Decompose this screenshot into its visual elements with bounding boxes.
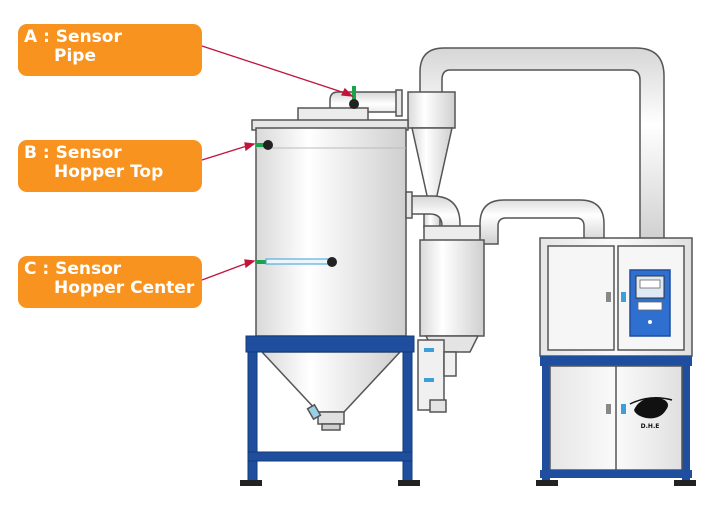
sensor-a-label: A : Sensor Pipe xyxy=(18,24,202,76)
sensor-a-title: A : Sensor xyxy=(24,27,122,47)
pointer-lines xyxy=(201,45,354,281)
logo-text: D.H.E xyxy=(641,423,660,430)
hopper-stand xyxy=(240,335,420,486)
sensor-a-location: Pipe xyxy=(54,46,96,66)
sensor-b-title: B : Sensor xyxy=(24,143,122,163)
cabinet-base xyxy=(536,356,696,486)
sensor-b-location: Hopper Top xyxy=(54,162,164,182)
sensor-c-location: Hopper Center xyxy=(54,278,195,298)
sensor-c-probe xyxy=(256,257,337,267)
inlet-pipe xyxy=(297,89,403,123)
sensor-c-title: C : Sensor xyxy=(24,259,122,279)
company-logo: D.H.E xyxy=(629,397,673,430)
control-panel xyxy=(629,269,671,337)
sensor-a-probe xyxy=(349,86,359,109)
blower-unit xyxy=(417,225,485,413)
sensor-b-probe xyxy=(256,140,273,150)
sensor-c-label: C : Sensor Hopper Center xyxy=(18,256,202,308)
hopper xyxy=(251,119,409,431)
cyclone xyxy=(407,91,456,229)
sensor-b-label: B : Sensor Hopper Top xyxy=(18,140,202,192)
control-cabinet xyxy=(539,237,693,357)
